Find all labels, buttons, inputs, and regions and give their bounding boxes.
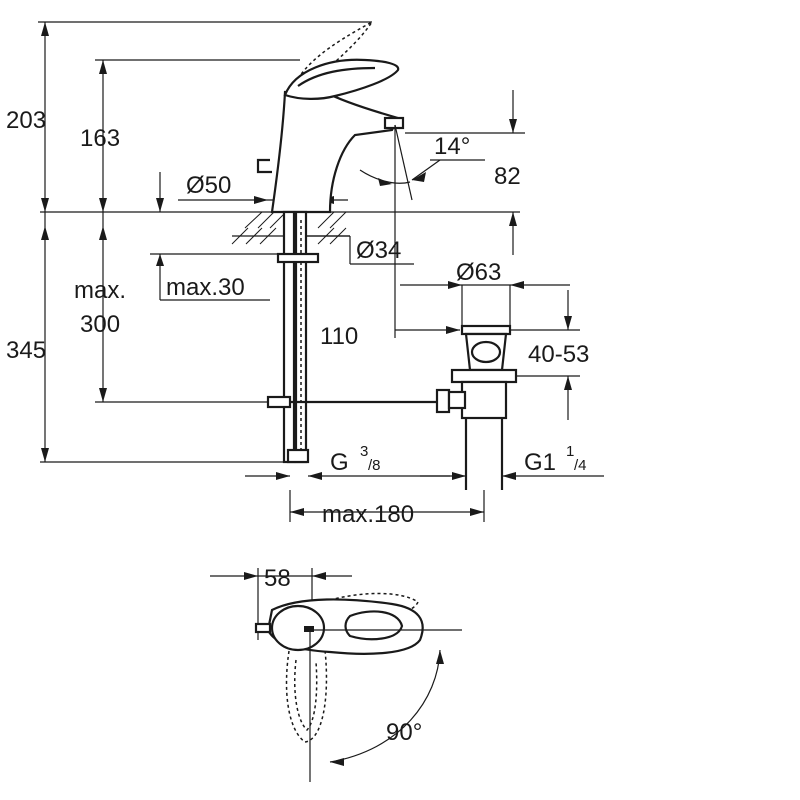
angle-line [394, 124, 413, 201]
dim-345-label: 345 [6, 337, 46, 364]
dim-g38-den: /8 [368, 457, 381, 474]
handle-rotated-ghost-inner [293, 659, 318, 732]
dim-max-label: max. [74, 277, 126, 304]
dim-300-label: 300 [80, 311, 120, 338]
aerator [383, 116, 405, 130]
dim-203-label: 203 [6, 107, 46, 134]
handle-top-opening [344, 610, 404, 641]
dim-max180-label: max.180 [322, 501, 414, 528]
fixing-plate [276, 252, 320, 264]
dim-d63-label: Ø63 [456, 259, 501, 286]
mounting-rod [282, 210, 296, 464]
popup-knob-top [254, 622, 272, 634]
faucet-body [270, 90, 400, 214]
angle-90-arc [329, 649, 441, 763]
dim-163-label: 163 [80, 125, 120, 152]
dim-angle90-label: 90° [386, 719, 422, 746]
dim-angle14-label: 14° [434, 133, 470, 160]
dim-4053-label: 40-53 [528, 341, 589, 368]
dim-g38-num: 3 [360, 443, 368, 460]
dim-58-label: 58 [264, 565, 291, 592]
angle-14-leader [411, 159, 441, 181]
faucet-handle [283, 58, 400, 100]
faucet-top-base [270, 604, 326, 652]
dim-g114-num: 1 [566, 443, 574, 460]
hose-connector [286, 448, 310, 464]
dim-g114-base: G1 [524, 449, 556, 476]
pop-up-waste [447, 324, 518, 490]
dim-110-label: 110 [320, 323, 358, 350]
dim-82-label: 82 [494, 163, 521, 190]
indicator-mark [304, 626, 314, 632]
popup-lever [256, 158, 272, 174]
dim-max30-label: max.30 [166, 274, 245, 301]
dim-g38-base: G [330, 449, 349, 476]
dim-d50-label: Ø50 [186, 172, 231, 199]
rod-connector [435, 388, 451, 414]
handle-rotated-ghost [285, 644, 328, 743]
dim-g114-den: /4 [574, 457, 587, 474]
rod-clamp [266, 395, 292, 409]
dim-d34-label: Ø34 [356, 237, 401, 264]
handle-highlight [297, 66, 376, 87]
